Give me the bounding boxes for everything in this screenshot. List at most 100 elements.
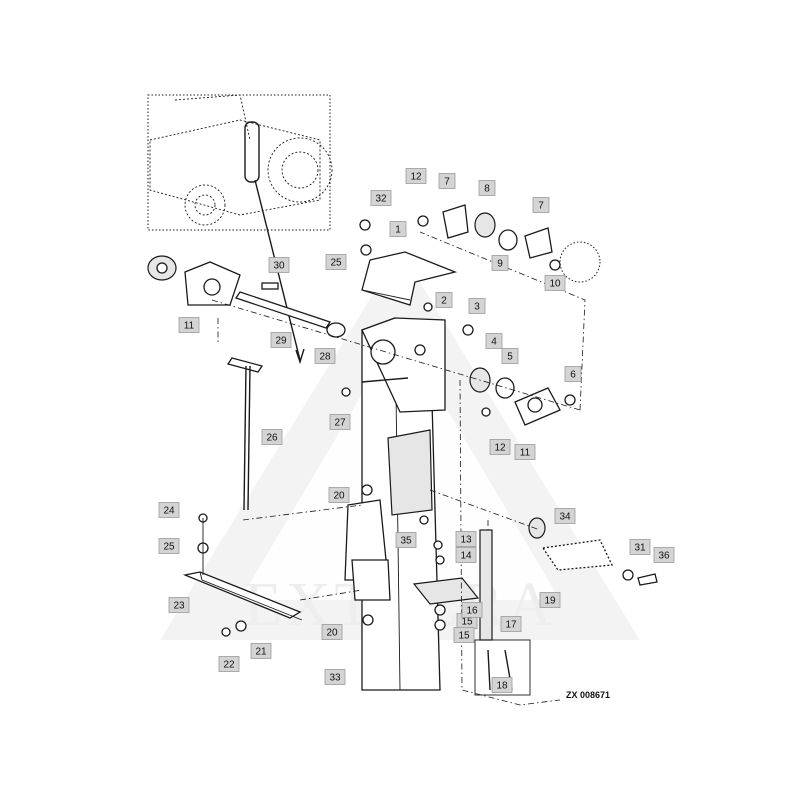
callout-number: 20: [326, 628, 338, 639]
callout-12: 12: [489, 439, 511, 455]
callout-33: 33: [324, 669, 346, 685]
plate-and-link: [412, 577, 531, 696]
callout-24: 24: [158, 502, 180, 518]
t-handle-rod: [226, 357, 264, 511]
callout-number: 31: [634, 543, 646, 554]
callout-box: [168, 597, 190, 613]
callout-number: 25: [163, 542, 175, 553]
callout-box: [478, 180, 496, 196]
right-bearing-assembly: [469, 367, 576, 426]
callout-number: 15: [461, 617, 473, 628]
callout-number: 10: [549, 279, 561, 290]
upright-frame: [344, 317, 446, 691]
callout-box: [491, 255, 509, 271]
assembly-lines: [211, 231, 586, 706]
callout-box: [178, 317, 200, 333]
callout-number: 34: [559, 512, 571, 523]
fasteners: [197, 219, 491, 637]
callout-10: 10: [544, 275, 566, 291]
callout-1: 1: [389, 221, 407, 237]
callout-number: 12: [494, 443, 506, 454]
callout-32: 32: [370, 190, 392, 206]
callout-31: 31: [629, 539, 651, 555]
callout-box: [453, 627, 475, 643]
callout-number: 20: [333, 491, 345, 502]
callout-number: 7: [538, 201, 544, 212]
callout-30: 30: [268, 257, 290, 273]
callout-number: 9: [497, 259, 503, 270]
callout-box: [158, 538, 180, 554]
callout-box: [438, 173, 456, 189]
callout-number: 25: [330, 258, 342, 269]
callout-20: 20: [321, 624, 343, 640]
machine-inset: [147, 94, 333, 365]
callout-box: [564, 366, 582, 382]
callout-number: 22: [223, 660, 235, 671]
callout-box: [539, 592, 561, 608]
callout-29: 29: [270, 332, 292, 348]
callout-number: 15: [458, 631, 470, 642]
callout-box: [653, 547, 675, 563]
callout-17: 17: [500, 616, 522, 632]
callout-34: 34: [554, 508, 576, 524]
callout-box: [321, 624, 343, 640]
callout-number: 30: [273, 261, 285, 272]
callout-number: 16: [466, 606, 478, 617]
callout-box: [395, 532, 417, 548]
callout-25: 25: [158, 538, 180, 554]
callout-box: [218, 656, 240, 672]
callout-box: [324, 669, 346, 685]
callout-8: 8: [478, 180, 496, 196]
callout-3: 3: [468, 298, 486, 314]
callout-box: [328, 487, 350, 503]
callout-number: 23: [173, 601, 185, 612]
callout-labels: 1234567789101111121213141515161718192020…: [158, 168, 675, 693]
callout-box: [261, 429, 283, 445]
callout-number: 27: [334, 418, 346, 429]
callout-20: 20: [328, 487, 350, 503]
callout-box: [461, 602, 483, 618]
callout-number: 18: [496, 681, 508, 692]
chain-assembly: [479, 517, 658, 641]
callout-box: [250, 643, 272, 659]
left-bearing-assembly: [147, 255, 346, 338]
callout-number: 7: [444, 177, 450, 188]
callout-box: [370, 190, 392, 206]
callout-number: 1: [395, 225, 401, 236]
callout-2: 2: [435, 292, 453, 308]
callout-number: 21: [255, 647, 267, 658]
callout-box: [501, 348, 519, 364]
callout-box: [544, 275, 566, 291]
callout-box: [329, 414, 351, 430]
callout-18: 18: [491, 677, 513, 693]
callout-number: 12: [410, 172, 422, 183]
callout-21: 21: [250, 643, 272, 659]
callout-6: 6: [564, 366, 582, 382]
callout-number: 8: [484, 184, 490, 195]
callout-19: 19: [539, 592, 561, 608]
callout-16: 16: [461, 602, 483, 618]
callout-12: 12: [405, 168, 427, 184]
callout-box: [314, 348, 336, 364]
callout-13: 13: [455, 531, 477, 547]
callout-11: 11: [178, 317, 200, 333]
callout-number: 3: [474, 302, 480, 313]
callout-14: 14: [455, 547, 477, 563]
callout-28: 28: [314, 348, 336, 364]
callout-number: 28: [319, 352, 331, 363]
callout-number: 2: [441, 296, 447, 307]
callout-box: [485, 333, 503, 349]
callout-number: 35: [400, 536, 412, 547]
callout-9: 9: [491, 255, 509, 271]
cover-plate: [361, 251, 458, 306]
callout-box: [455, 547, 477, 563]
callout-number: 24: [163, 506, 175, 517]
callout-box: [455, 531, 477, 547]
callout-box: [435, 292, 453, 308]
callout-number: 6: [570, 370, 576, 381]
callout-7: 7: [532, 197, 550, 213]
callout-4: 4: [485, 333, 503, 349]
callout-box: [491, 677, 513, 693]
